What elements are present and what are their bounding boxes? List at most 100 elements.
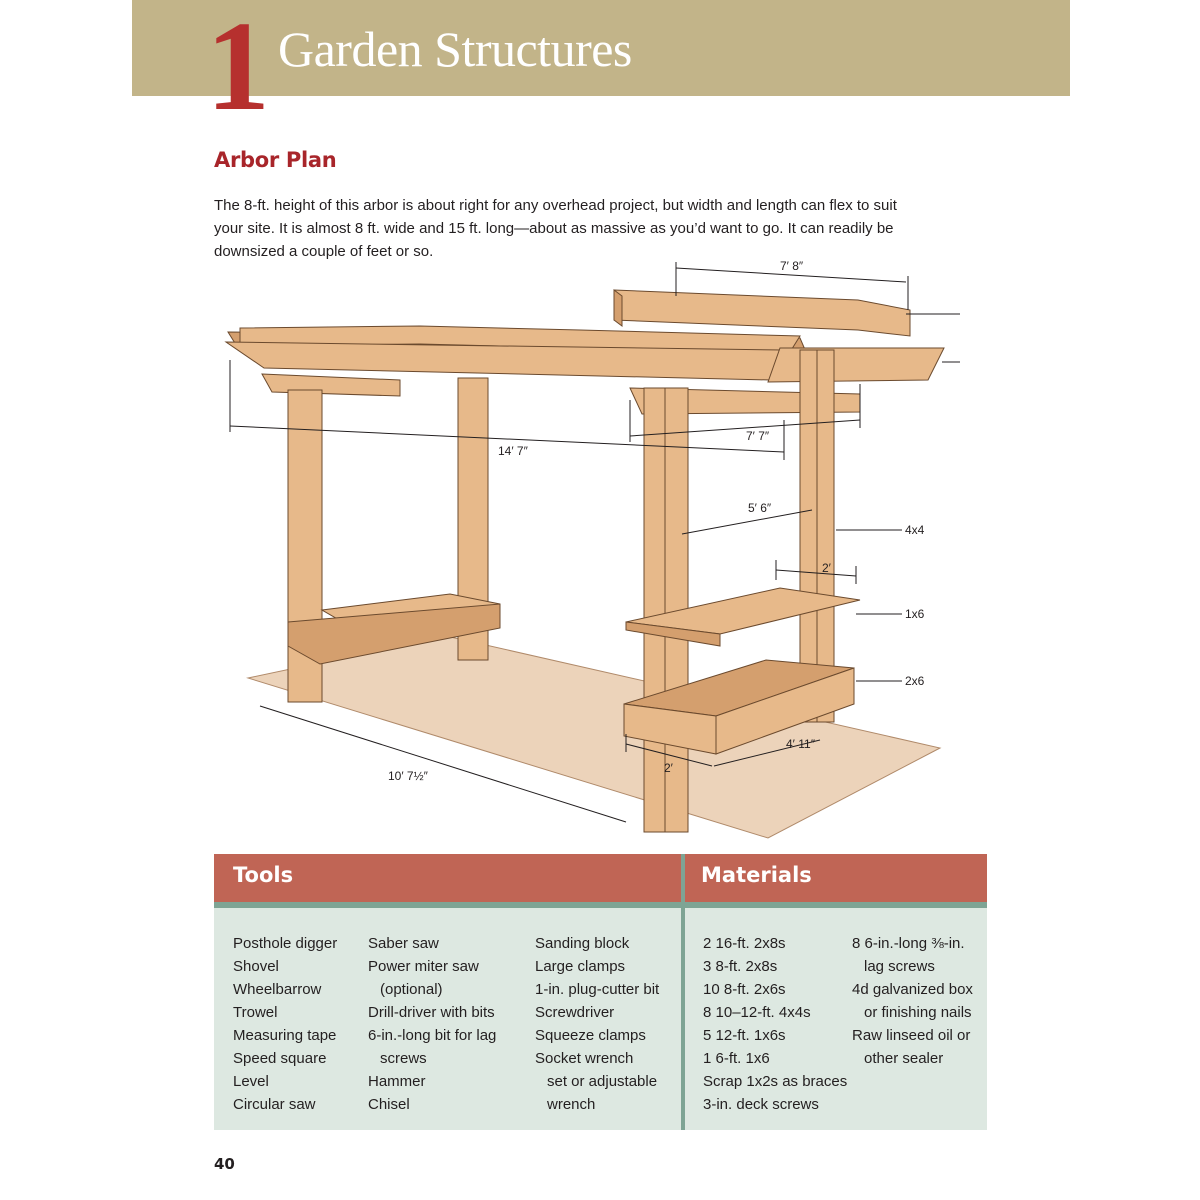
- chapter-banner: [132, 0, 1070, 96]
- list-item-continuation: (optional): [380, 981, 443, 998]
- list-item: Shovel: [233, 955, 337, 978]
- list-item: Screwdriver: [535, 1001, 659, 1024]
- list-item: 8 10–12-ft. 4x4s: [703, 1001, 847, 1024]
- list-item-text: Wheelbarrow: [233, 981, 322, 998]
- list-item-text: 6-in.-long bit for lag: [368, 1027, 497, 1044]
- list-item: wrench: [535, 1093, 659, 1116]
- list-item-text: Circular saw: [233, 1096, 316, 1113]
- list-item: 3 8-ft. 2x8s: [703, 955, 847, 978]
- callout-post: 4x4: [905, 523, 925, 537]
- list-item: Measuring tape: [233, 1024, 337, 1047]
- dim-top-width: 7′ 8″: [780, 259, 804, 273]
- dim-planter-length: 4′ 11″: [786, 737, 816, 751]
- list-item: Drill-driver with bits: [368, 1001, 496, 1024]
- list-item-continuation: lag screws: [864, 958, 935, 975]
- list-item: 1-in. plug-cutter bit: [535, 978, 659, 1001]
- list-item-text: Drill-driver with bits: [368, 1004, 495, 1021]
- list-item: Hammer: [368, 1070, 496, 1093]
- list-item-text: Trowel: [233, 1004, 278, 1021]
- section-heading: Arbor Plan: [214, 148, 337, 172]
- list-item-text: Posthole digger: [233, 935, 338, 952]
- list-item-text: Socket wrench: [535, 1050, 634, 1067]
- list-item: Posthole digger: [233, 932, 337, 955]
- list-item-text: 3-in. deck screws: [703, 1096, 819, 1113]
- chapter-title: Garden Structures: [278, 21, 632, 77]
- list-item: Scrap 1x2s as braces: [703, 1070, 847, 1093]
- intro-line: downsized a couple of feet or so.: [214, 243, 434, 260]
- list-item-continuation: other sealer: [864, 1050, 944, 1067]
- list-item: Sanding block: [535, 932, 659, 955]
- panel-header-rule: [214, 902, 987, 908]
- bench-left-rail: [287, 603, 501, 665]
- page-number: 40: [214, 1155, 235, 1173]
- list-item-continuation: or finishing nails: [864, 1004, 972, 1021]
- intro-line: your site. It is almost 8 ft. wide and 1…: [214, 220, 894, 237]
- rafter-2x6: [613, 289, 911, 337]
- intro-line: The 8-ft. height of this arbor is about …: [214, 197, 897, 214]
- list-item-text: Power miter saw: [368, 958, 479, 975]
- panel-divider: [681, 854, 685, 1130]
- list-item: 4d galvanized box or finishing nails: [852, 978, 973, 1024]
- list-item: 3-in. deck screws: [703, 1093, 847, 1116]
- list-item: Squeeze clamps: [535, 1024, 659, 1047]
- list-item: Circular saw: [233, 1093, 337, 1116]
- list-item-text: Screwdriver: [535, 1004, 615, 1021]
- dim-overall-length: 14′ 7″: [498, 444, 529, 458]
- dim-planter-depth: 2′: [664, 761, 674, 775]
- list-item: 10 8-ft. 2x6s: [703, 978, 847, 1001]
- list-item: 5 12-ft. 1x6s: [703, 1024, 847, 1047]
- materials-title: Materials: [701, 863, 812, 887]
- materials-column-1: 2 16-ft. 2x8s 3 8-ft. 2x8s 10 8-ft. 2x6s 8 …: [703, 932, 847, 1116]
- list-item-text: Hammer: [368, 1073, 426, 1090]
- list-item: 1 6-ft. 1x6: [703, 1047, 847, 1070]
- dim-base-length: 10′ 7½″: [388, 769, 429, 783]
- chapter-number: 1: [206, 0, 270, 137]
- list-item: Large clamps: [535, 955, 659, 978]
- list-item: 2 16-ft. 2x8s: [703, 932, 847, 955]
- list-item-text: 3 8-ft. 2x8s: [703, 958, 778, 975]
- dim-post-spacing: 5′ 6″: [748, 501, 772, 515]
- list-item-continuation: set or adjustable: [547, 1073, 658, 1090]
- list-item-text: 10 8-ft. 2x6s: [703, 981, 786, 998]
- list-item: Speed square: [233, 1047, 337, 1070]
- list-item-text: Speed square: [233, 1050, 327, 1067]
- arbor-plan-illustration: 7′ 8″ 14′ 7″ 7′ 7″ 5′ 6″ 2′ 4′ 11″ 2′ 10…: [224, 259, 960, 839]
- list-item: Level: [233, 1070, 337, 1093]
- list-item-text: 8 6-in.-long ⅜-in.: [852, 935, 965, 952]
- list-item-text: 5 12-ft. 1x6s: [703, 1027, 786, 1044]
- list-item: Trowel: [233, 1001, 337, 1024]
- rafter-2x6-end: [613, 289, 623, 327]
- list-item-text: 2 16-ft. 2x8s: [703, 935, 786, 952]
- list-item-text: Raw linseed oil or: [852, 1027, 971, 1044]
- left-cross-beam: [261, 373, 401, 397]
- list-item-text: Saber saw: [368, 935, 439, 952]
- list-item: 8 6-in.-long ⅜-in. lag screws: [852, 932, 973, 978]
- list-item-text: Large clamps: [535, 958, 626, 975]
- list-item-text: 4d galvanized box: [852, 981, 973, 998]
- planter-side: [715, 667, 855, 755]
- callout-planter: 2x6: [905, 674, 925, 688]
- dim-post-span: 7′ 7″: [746, 429, 770, 443]
- intro-paragraph: The 8-ft. height of this arbor is about …: [214, 194, 924, 263]
- list-item-text: Shovel: [233, 958, 279, 975]
- list-item-text: Sanding block: [535, 935, 630, 952]
- panel-header: [214, 854, 987, 902]
- tools-title: Tools: [233, 863, 294, 887]
- list-item: Wheelbarrow: [233, 978, 337, 1001]
- materials-column-2: 8 6-in.-long ⅜-in. lag screws 4d galvanize…: [852, 932, 973, 1070]
- list-item: Raw linseed oil or other sealer: [852, 1024, 973, 1070]
- list-item-continuation: wrench: [547, 1096, 596, 1113]
- callout-seat: 1x6: [905, 607, 925, 621]
- list-item: Power miter saw (optional): [368, 955, 496, 1001]
- bench-right-rail: [625, 621, 721, 647]
- list-item-text: Squeeze clamps: [535, 1027, 646, 1044]
- list-item-text: Measuring tape: [233, 1027, 337, 1044]
- list-item-text: Scrap 1x2s as braces: [703, 1073, 848, 1090]
- list-item-text: 8 10–12-ft. 4x4s: [703, 1004, 811, 1021]
- beam-right: [767, 347, 945, 383]
